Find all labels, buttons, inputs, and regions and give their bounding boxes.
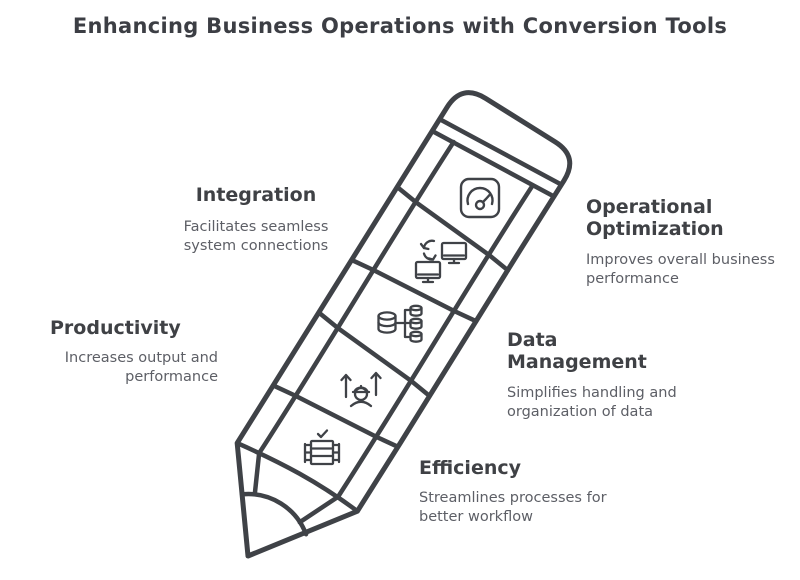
monitors-sync-icon (414, 239, 468, 284)
cone-base-line (234, 440, 360, 514)
feature-description-data-management: Simplifies handling and organization of … (507, 384, 677, 420)
lead-arc (239, 491, 309, 537)
feature-label-efficiency: Efficiency Streamlines processes for bet… (419, 457, 629, 527)
feature-title-integration: Integration (195, 184, 317, 206)
feature-title-data-management: Data Management (507, 329, 647, 374)
segment-divider (349, 257, 479, 324)
feature-label-integration: Integration Facilitates seamless system … (178, 184, 334, 256)
ferrule-line (437, 116, 564, 187)
feature-title-efficiency: Efficiency (419, 457, 522, 479)
feature-title-productivity: Productivity (50, 317, 181, 339)
segment-divider (394, 184, 511, 273)
cone-facet-right (297, 494, 341, 525)
facet-line-left (257, 139, 456, 454)
cone-facet-left (252, 451, 262, 497)
feature-label-data-management: Data Management Simplifies handling and … (507, 329, 707, 422)
feature-label-operational-optimization: Operational Optimization Improves overal… (586, 196, 786, 289)
feature-label-productivity: Productivity Increases output and perfor… (50, 317, 218, 387)
feature-title-operational-optimization: Operational Optimization (586, 196, 724, 241)
segment-divider (270, 383, 400, 449)
feature-description-efficiency: Streamlines processes for better workflo… (419, 490, 607, 526)
database-tree-icon (377, 304, 423, 343)
feature-description-productivity: Increases output and performance (64, 350, 218, 386)
gauge-icon (459, 177, 501, 219)
feature-description-integration: Facilitates seamless system connections (183, 219, 329, 255)
process-check-icon (303, 429, 341, 466)
feature-description-operational-optimization: Improves overall business performance (586, 251, 775, 287)
facet-line-right (335, 184, 534, 499)
page-title: Enhancing Business Operations with Conve… (72, 14, 728, 38)
worker-up-arrows-icon (340, 371, 382, 408)
segment-divider (316, 310, 432, 399)
